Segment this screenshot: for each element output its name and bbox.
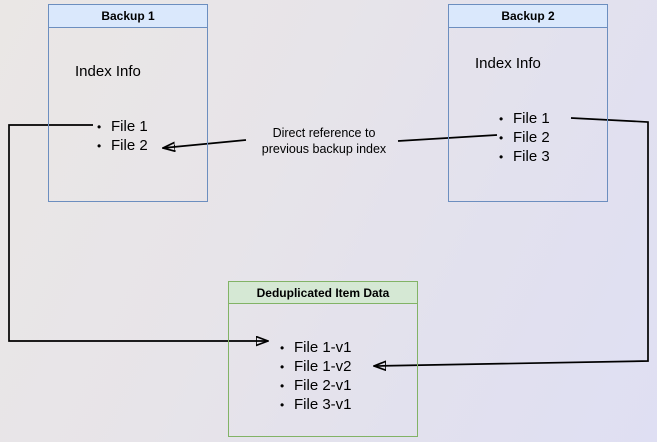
file-list: • File 1 • File 2 • File 3 — [499, 109, 550, 166]
node-backup-2: Backup 2 Index Info • File 1 • File 2 • Fil… — [448, 4, 608, 202]
index-info-label: Index Info — [475, 55, 541, 72]
file-list: • File 1 • File 2 — [97, 117, 148, 155]
node-backup-2-title: Backup 2 — [449, 5, 607, 28]
list-item: • File 3-v1 — [280, 395, 352, 414]
edge-label-line2: previous backup index — [261, 142, 387, 156]
list-item: • File 1 — [97, 117, 148, 136]
bullet-icon: • — [97, 138, 102, 153]
list-item: • File 1-v2 — [280, 357, 352, 376]
node-dedup-data-title: Deduplicated Item Data — [229, 282, 417, 304]
list-item-label: File 3 — [513, 148, 550, 165]
bullet-icon: • — [280, 378, 285, 393]
bullet-icon: • — [280, 397, 285, 412]
list-item: • File 2 — [97, 136, 148, 155]
list-item-label: File 2 — [513, 129, 550, 146]
bullet-icon: • — [499, 130, 504, 145]
list-item-label: File 1-v1 — [294, 339, 352, 356]
list-item-label: File 3-v1 — [294, 396, 352, 413]
node-dedup-data: Deduplicated Item Data • File 1-v1 • File … — [228, 281, 418, 437]
edge-label-line1: Direct reference to — [272, 126, 376, 140]
list-item: • File 3 — [499, 147, 550, 166]
list-item: • File 1-v1 — [280, 338, 352, 357]
list-item-label: File 2-v1 — [294, 377, 352, 394]
node-backup-1: Backup 1 Index Info • File 1 • File 2 — [48, 4, 208, 202]
list-item: • File 1 — [499, 109, 550, 128]
bullet-icon: • — [280, 340, 285, 355]
list-item: • File 2 — [499, 128, 550, 147]
list-item-label: File 1 — [111, 118, 148, 135]
bullet-icon: • — [499, 111, 504, 126]
list-item-label: File 2 — [111, 137, 148, 154]
file-list: • File 1-v1 • File 1-v2 • File 2-v1 • File 3… — [280, 338, 352, 414]
bullet-icon: • — [97, 119, 102, 134]
edge-label: Direct reference to previous backup inde… — [233, 125, 415, 157]
list-item-label: File 1 — [513, 110, 550, 127]
list-item-label: File 1-v2 — [294, 358, 352, 375]
list-item: • File 2-v1 — [280, 376, 352, 395]
index-info-label: Index Info — [75, 63, 141, 80]
node-backup-1-title: Backup 1 — [49, 5, 207, 28]
bullet-icon: • — [280, 359, 285, 374]
bullet-icon: • — [499, 149, 504, 164]
